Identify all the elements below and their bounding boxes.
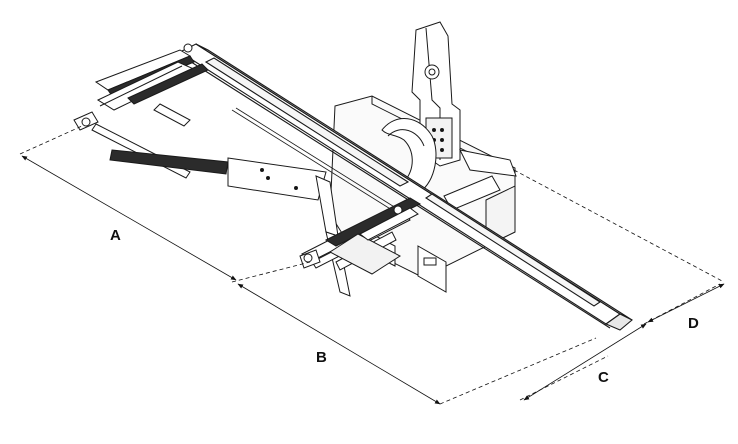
- dimension-c-line: [523, 323, 647, 401]
- dimension-label-c: C: [598, 369, 609, 386]
- dimension-label-a: A: [110, 227, 121, 244]
- front-crosscut-fence: [299, 197, 422, 275]
- rear-crosscut-fence: [73, 43, 209, 179]
- dimension-d-line: [647, 283, 725, 323]
- outrigger-arm: [109, 149, 351, 297]
- dimension-label-b: B: [316, 349, 327, 366]
- blade-guard-arm: [381, 21, 517, 211]
- dimension-b-line: [237, 283, 441, 405]
- sliding-table-rail: [178, 43, 633, 331]
- dimension-lines: [19, 125, 725, 405]
- dimension-a-line: [21, 155, 237, 281]
- dimension-label-d: D: [688, 315, 699, 332]
